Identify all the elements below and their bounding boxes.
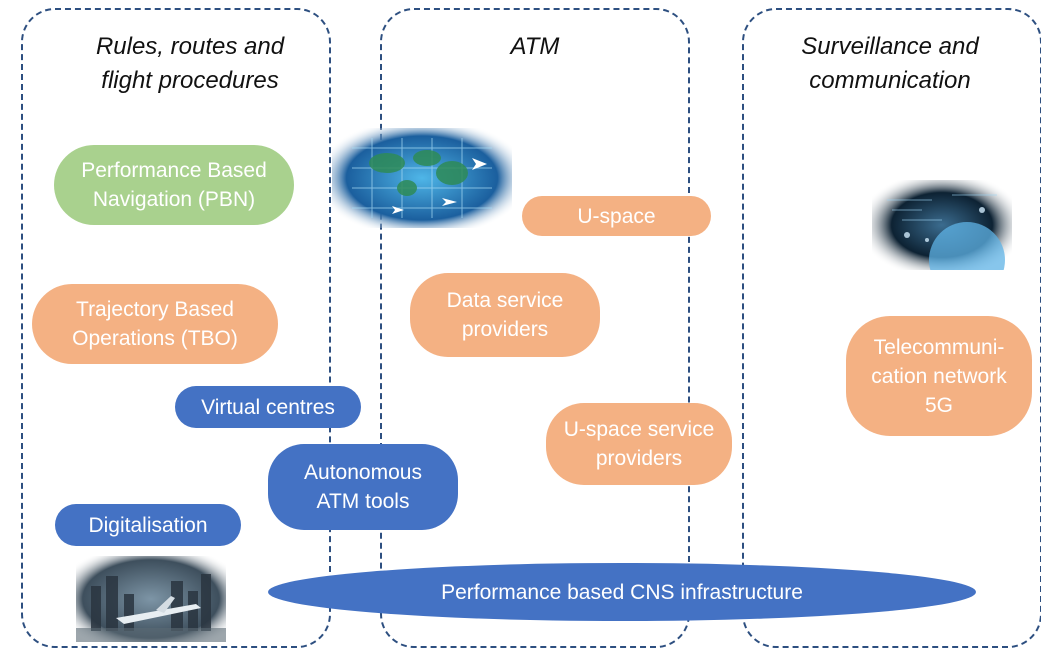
pbn-pill: Performance Based Navigation (PBN): [54, 145, 294, 225]
column-atm: [380, 8, 690, 648]
column-rules-routes: [21, 8, 331, 648]
column-title-surveillance: Surveillance and communication: [801, 33, 979, 94]
column-title-atm: ATM: [510, 33, 560, 60]
data-service-providers-pill: Data service providers: [410, 273, 600, 357]
column-title-rules: Rules, routes and flight procedures: [95, 33, 285, 94]
cns-infrastructure-ellipse: Performance based CNS infrastructure: [268, 563, 976, 621]
u-space-pill: U-space: [522, 196, 711, 236]
world-map-aircraft-image: [332, 128, 512, 228]
autonomous-atm-tools-pill: Autonomous ATM tools: [268, 444, 458, 530]
virtual-centres-pill: Virtual centres: [175, 386, 361, 428]
digital-city-aircraft-image: [76, 556, 226, 642]
tbo-pill: Trajectory Based Operations (TBO): [32, 284, 278, 364]
digitalisation-pill: Digitalisation: [55, 504, 241, 546]
earth-technology-image: [872, 180, 1012, 270]
telecommunication-network-pill: Telecommuni- cation network 5G: [846, 316, 1032, 436]
u-space-service-providers-pill: U-space service providers: [546, 403, 732, 485]
